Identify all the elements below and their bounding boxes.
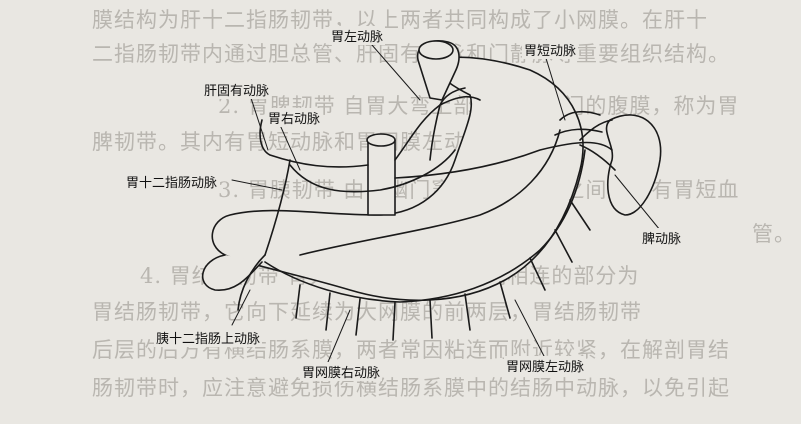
label-right-gastric-artery: 胃右动脉	[266, 108, 322, 127]
epiploic-branch	[393, 302, 395, 340]
epiploic-branch	[465, 294, 470, 330]
epiploic-branch	[356, 299, 360, 335]
epiploic-branch	[296, 285, 300, 318]
epiploic-branch	[430, 300, 432, 338]
label-right-gastroepiploic-artery: 胃网膜右动脉	[300, 362, 382, 381]
label-proper-hepatic-artery: 肝固有动脉	[202, 80, 271, 99]
spleen-outline	[607, 115, 661, 215]
epiploic-branch	[326, 293, 330, 330]
epiploic-branch	[500, 282, 510, 318]
label-left-gastroepiploic-artery: 胃网膜左动脉	[504, 356, 586, 375]
leader-left-gastric	[372, 45, 420, 100]
label-superior-pancreaticoduodenal-artery: 胰十二指肠上动脉	[154, 328, 262, 347]
esophagus-opening	[419, 41, 453, 59]
label-splenic-artery: 脾动脉	[640, 228, 683, 247]
leader-gastroduodenal	[232, 180, 282, 190]
epiploic-branch	[570, 200, 590, 230]
proper-hepatic-artery-line	[260, 120, 368, 167]
epiploic-branch	[530, 258, 545, 290]
leader-right-gastroepiploic	[328, 310, 350, 362]
label-left-gastric-artery: 胃左动脉	[329, 26, 385, 45]
label-gastroduodenal-artery: 胃十二指肠动脉	[124, 172, 219, 191]
aorta-opening	[367, 134, 395, 146]
aorta-outline	[368, 140, 395, 215]
leader-left-gastroepiploic	[515, 300, 545, 358]
label-short-gastric-artery: 胃短动脉	[522, 40, 578, 59]
epiploic-branch	[555, 230, 572, 262]
